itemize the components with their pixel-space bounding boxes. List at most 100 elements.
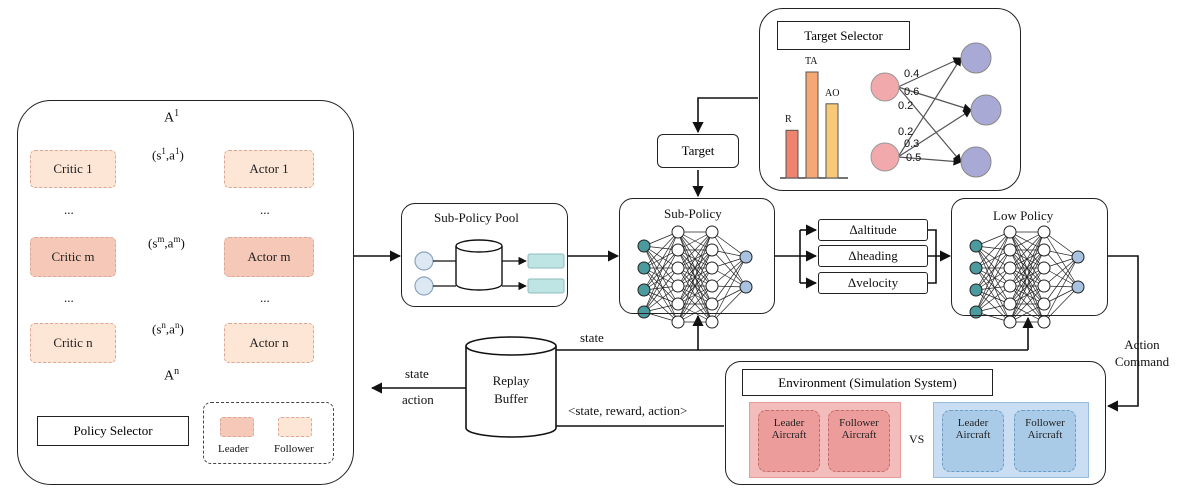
net-edge — [643, 289, 679, 323]
low-policy-network — [969, 225, 1085, 329]
net-edge — [643, 285, 679, 313]
action-label-left: action — [402, 392, 434, 407]
net-edge — [643, 249, 679, 313]
weight-top-2: 0.2 — [898, 100, 914, 112]
critic-m-label: Critic m — [51, 249, 95, 264]
input-neuron — [637, 305, 651, 319]
net-edge — [643, 245, 679, 287]
hidden-neuron — [671, 243, 685, 257]
selector-edge — [897, 109, 972, 158]
edge-label-sm: (sm,am) — [148, 234, 185, 251]
blue-leader-aircraft: Leader Aircraft — [942, 410, 1004, 472]
net-edge — [975, 267, 1011, 313]
hidden-neuron — [705, 243, 719, 257]
net-edge — [1009, 285, 1045, 323]
hidden-neuron — [1003, 297, 1017, 311]
target-selector-title: Target Selector — [777, 21, 910, 50]
hidden-neuron — [705, 297, 719, 311]
net-edge — [975, 267, 1011, 291]
actor-ellipsis-1: ... — [260, 202, 270, 217]
legend: Leader Follower — [203, 402, 334, 464]
input-neuron — [637, 239, 651, 253]
selector-edge — [897, 86, 972, 112]
net-edge — [643, 231, 679, 291]
selector-edge — [897, 156, 962, 166]
hidden-neuron — [671, 315, 685, 329]
net-edge — [1009, 231, 1045, 287]
versus-label: VS — [909, 432, 925, 446]
output-neuron — [739, 280, 753, 294]
edge-label-sn: (sn,an) — [152, 320, 184, 337]
net-edge — [643, 267, 679, 313]
hidden-neuron — [1037, 297, 1051, 311]
net-edge — [1009, 267, 1045, 323]
bar-label-ao: AO — [825, 87, 840, 99]
net-edge — [711, 256, 747, 305]
target-node — [970, 94, 1002, 126]
environment-title: Environment (Simulation System) — [742, 369, 993, 396]
net-edge — [1043, 256, 1079, 305]
legend-leader-label: Leader — [218, 443, 249, 455]
net-edge — [711, 256, 747, 287]
legend-follower-swatch — [278, 417, 312, 437]
legend-leader-swatch — [220, 417, 254, 437]
net-edge — [975, 285, 1011, 313]
output-neuron — [739, 250, 753, 264]
hidden-neuron — [1037, 225, 1051, 239]
selector-edge — [897, 57, 962, 158]
net-edge — [975, 249, 1011, 291]
net-edge — [1043, 256, 1079, 287]
transition-tuple-label: <state, reward, action> — [568, 403, 688, 418]
red-leader-aircraft: Leader Aircraft — [758, 410, 820, 472]
net-edge — [975, 231, 1011, 269]
net-edge — [711, 256, 747, 323]
hidden-neuron — [705, 279, 719, 293]
hidden-neuron — [671, 225, 685, 239]
blue-follower-aircraft: Follower Aircraft — [1014, 410, 1076, 472]
input-neuron — [637, 283, 651, 297]
net-edge — [975, 245, 1011, 323]
actor-m-label: Actor m — [247, 249, 291, 264]
net-edge — [643, 245, 679, 305]
net-edge — [677, 231, 713, 287]
net-edge — [677, 249, 713, 323]
net-edge — [711, 231, 747, 288]
attacker-node — [870, 142, 900, 172]
hidden-neuron — [1003, 243, 1017, 257]
bar-label-r: R — [785, 114, 792, 126]
net-edge — [643, 231, 679, 313]
net-edge — [1043, 249, 1079, 288]
target-box: Target — [657, 134, 739, 168]
sub-policy-network — [637, 225, 753, 329]
critic-n: Critic n — [30, 323, 116, 363]
environment-panel — [725, 361, 1106, 485]
output-neuron — [1071, 280, 1085, 294]
net-edge — [643, 231, 679, 269]
sub-policy-pool-panel — [401, 203, 568, 307]
critic-1: Critic 1 — [30, 150, 116, 188]
critic-ellipsis-1: ... — [64, 202, 74, 217]
net-edge — [1043, 256, 1079, 323]
edge-selector-to-target — [692, 97, 758, 134]
hidden-neuron — [1037, 261, 1051, 275]
hidden-neuron — [705, 225, 719, 239]
net-edge — [643, 267, 679, 291]
bar-ta — [805, 71, 819, 179]
hidden-neuron — [671, 297, 685, 311]
attacker-node — [870, 72, 900, 102]
target-selector-bar-chart — [780, 71, 848, 179]
net-edge — [711, 231, 747, 258]
input-neuron — [969, 239, 983, 253]
pool-mini-diagram — [414, 239, 565, 296]
weight-top-1: 0.6 — [904, 86, 920, 98]
state-label-top: state — [580, 330, 604, 345]
target-node — [960, 146, 992, 178]
hidden-neuron — [705, 315, 719, 329]
action-velocity: Δvelocity — [818, 272, 928, 294]
edge-label-a1: A1 — [164, 108, 180, 126]
selector-edge — [897, 86, 962, 163]
sub-policy-title: Sub-Policy — [664, 206, 722, 221]
